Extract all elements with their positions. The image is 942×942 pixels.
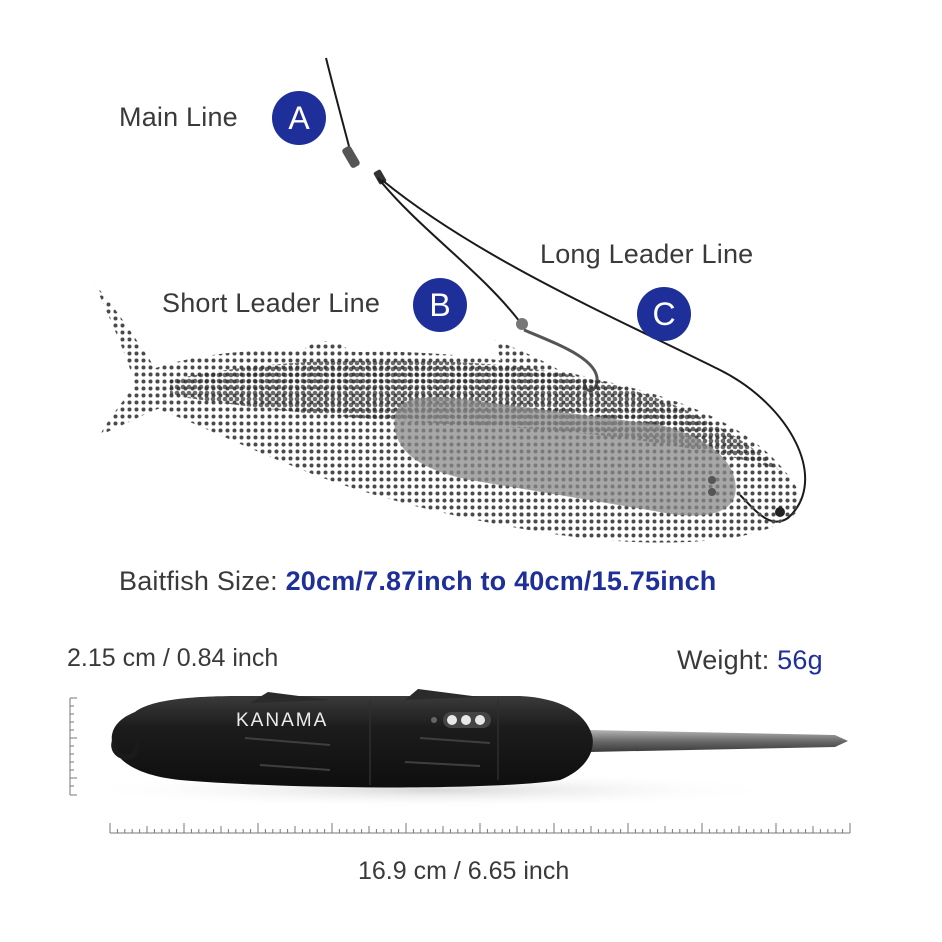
badge-b: B <box>413 278 467 332</box>
badge-c: C <box>637 287 691 341</box>
main-line <box>325 57 351 151</box>
main-line-label: Main Line <box>119 102 238 132</box>
height-ruler <box>69 697 77 796</box>
weight-label: Weight: 56g <box>677 645 823 676</box>
long-leader-label: Long Leader Line <box>540 239 754 269</box>
length-ruler <box>109 823 851 834</box>
badge-a: A <box>272 91 326 145</box>
baitfish-size-prefix: Baitfish Size: <box>119 566 286 596</box>
device-spike <box>590 730 848 752</box>
swivel <box>342 146 360 168</box>
short-leader-label: Short Leader Line <box>162 288 381 318</box>
baitfish <box>95 285 801 543</box>
short-leader-line <box>377 177 521 323</box>
brand-logo: KANAMA <box>236 710 329 731</box>
weight-value: 56g <box>777 645 823 675</box>
weight-prefix: Weight: <box>677 645 778 675</box>
baitfish-size: Baitfish Size: 20cm/7.87inch to 40cm/15.… <box>119 566 717 597</box>
inner-device-silhouette <box>394 397 736 516</box>
height-dimension: 2.15 cm / 0.84 inch <box>67 644 279 672</box>
lure-device <box>111 689 593 788</box>
baitfish-size-value: 20cm/7.87inch to 40cm/15.75inch <box>285 566 717 596</box>
length-dimension: 16.9 cm / 6.65 inch <box>358 857 570 885</box>
